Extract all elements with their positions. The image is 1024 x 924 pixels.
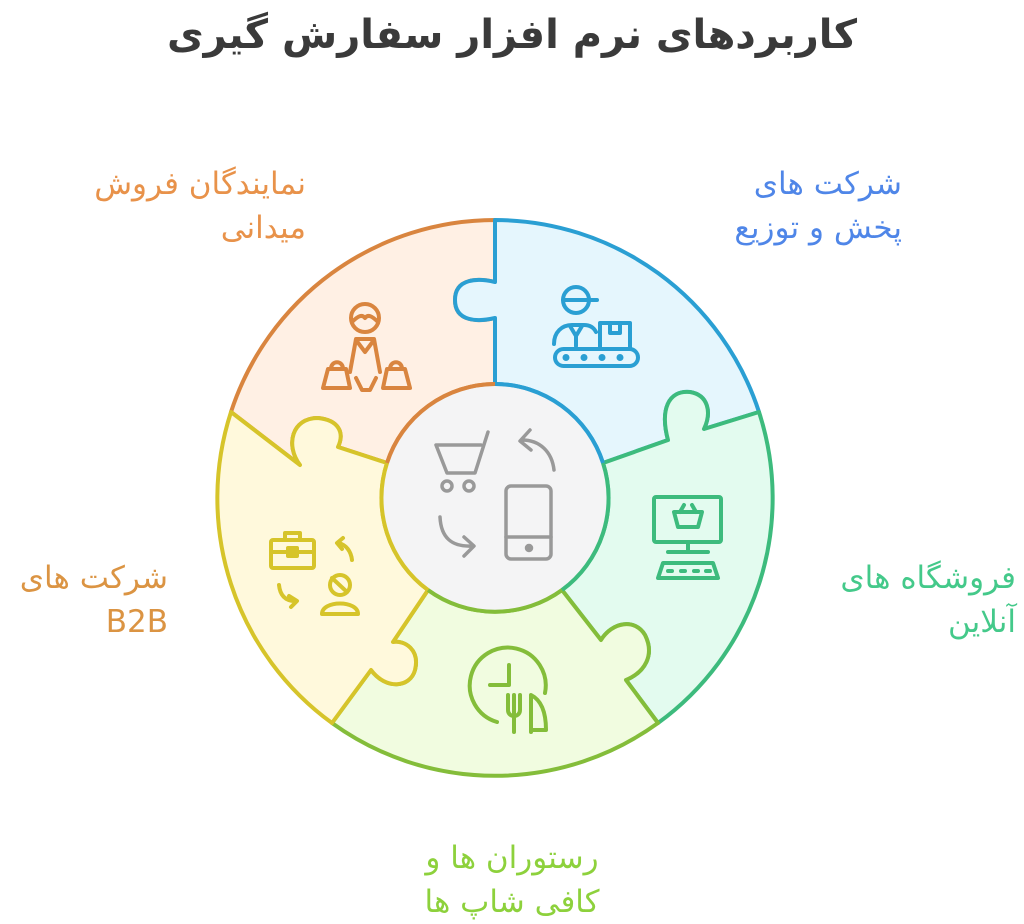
segment-b2b — [215, 410, 430, 725]
label-line: فروشگاه های — [840, 560, 1016, 596]
center-hub — [379, 382, 611, 614]
label-line: آنلاین — [948, 604, 1016, 640]
label-line: رستوران ها و — [425, 840, 599, 876]
label-line: کافی شاپ ها — [424, 884, 600, 920]
briefcase-person-exchange-icon — [269, 531, 360, 616]
computer-shopping-basket-icon — [652, 495, 723, 580]
label-line: شرکت های — [19, 560, 168, 596]
clock-fork-knife-icon — [467, 645, 548, 734]
label-restaurants: رستوران ها و کافی شاپ ها — [0, 836, 1024, 924]
label-line: B2B — [105, 604, 168, 640]
worker-conveyor-belt-icon — [552, 285, 640, 368]
label-line: میدانی — [220, 210, 306, 246]
label-line: نمایندگان فروش — [94, 166, 306, 202]
label-field-sales: نمایندگان فروش میدانی — [94, 162, 306, 250]
label-b2b: شرکت های B2B — [20, 556, 168, 644]
label-line: پخش و توزیع — [734, 210, 902, 246]
label-distribution: شرکت های پخش و توزیع — [734, 162, 902, 250]
label-online-shops: فروشگاه های آنلاین — [840, 556, 1016, 644]
page-title: کاربردهای نرم افزار سفارش گیری — [166, 12, 858, 58]
label-line: شرکت های — [753, 166, 902, 202]
salesperson-with-bags-icon — [321, 302, 412, 392]
shopping-cart-mobile-exchange-icon — [434, 428, 556, 561]
